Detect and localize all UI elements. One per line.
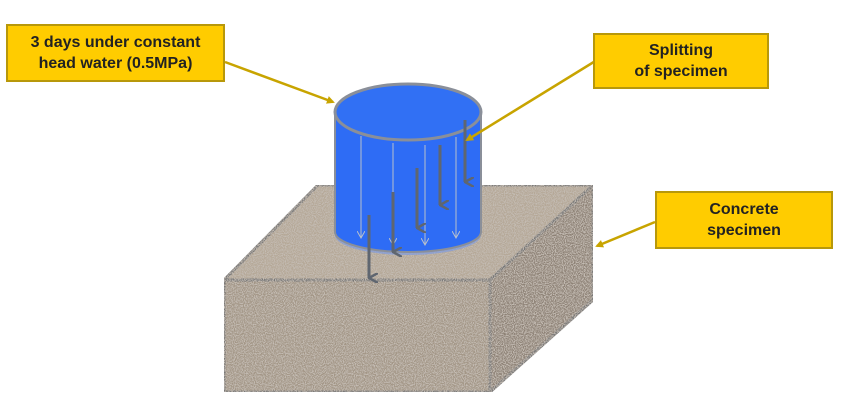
concrete-front-face — [222, 278, 492, 394]
cylinder-top — [333, 82, 483, 142]
label-line: specimen — [707, 222, 781, 239]
label-water-pressure: 3 days under constant head water (0.5MPa… — [6, 24, 225, 82]
label-line: of specimen — [634, 63, 728, 80]
leader-concrete — [595, 220, 656, 248]
label-line: 3 days under constant — [30, 34, 201, 51]
leader-water — [224, 60, 335, 104]
label-splitting: Splitting of specimen — [593, 33, 769, 89]
label-line: Concrete — [709, 201, 779, 218]
leader-lines — [224, 58, 656, 248]
label-line: Splitting — [649, 42, 713, 59]
water-cylinder — [333, 82, 483, 255]
label-concrete-specimen: Concrete specimen — [655, 191, 833, 249]
penetration-arrows — [361, 120, 465, 278]
label-line: head water (0.5MPa) — [38, 55, 193, 72]
leader-splitting — [465, 58, 598, 142]
